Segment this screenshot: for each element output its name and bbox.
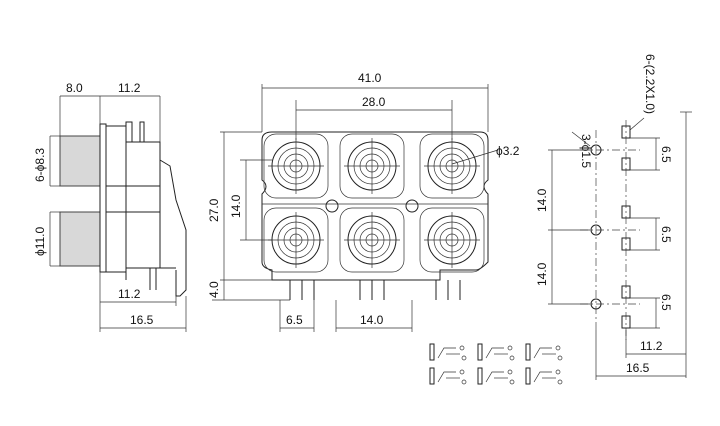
pcb-hole-2 [590, 224, 602, 236]
pcb-slot-6 [621, 315, 631, 329]
pcb-slot-1 [621, 125, 631, 139]
rca-jack-1 [263, 133, 329, 199]
switch-symbol-1 [429, 343, 467, 361]
dim-row-pitch: 14.0 [229, 194, 243, 218]
switch-symbol-6 [525, 367, 563, 385]
switch-symbol-3 [525, 343, 563, 361]
dim-width: 41.0 [358, 71, 382, 85]
dim-upper-diameter: 6-ϕ8.3 [33, 148, 47, 182]
mount-hole-left [325, 199, 339, 213]
dim-pin-pitch: 14.0 [360, 313, 384, 327]
dim-bottom-1: 11.2 [118, 287, 141, 301]
dim-bottom-2: 16.5 [130, 313, 154, 327]
dim-lower-diameter: ϕ11.0 [33, 226, 47, 256]
panel-plate [99, 123, 107, 273]
pcb-slot-4 [621, 237, 631, 251]
switch-symbol-4 [429, 367, 467, 385]
housing-outline [106, 125, 161, 273]
switch-symbol-2 [477, 343, 515, 361]
front-view: 41.0 28.0 ϕ3.2 27.0 14.0 4.0 6.5 14.0 [207, 71, 520, 332]
dim-row-pitch-1: 14.0 [535, 188, 549, 212]
rca-jack-3 [419, 133, 485, 199]
dim-slot-gap-3: 6.5 [659, 294, 673, 311]
dim-top-right: 11.2 [118, 81, 141, 95]
dim-offset-1: 11.2 [640, 339, 663, 353]
dim-slot-gap-1: 6.5 [659, 146, 673, 163]
mount-hole-right [405, 199, 419, 213]
dim-pin-offset: 6.5 [286, 313, 303, 327]
rca-jack-5 [339, 207, 405, 273]
rca-jack-4 [263, 207, 329, 273]
pcb-hole-1 [590, 144, 602, 156]
dim-slots: 6-(2.2X1.0) [643, 54, 657, 114]
pcb-view: 3-ϕ1.5 6-(2.2X1.0) 14.0 14.0 6.5 6.5 6.5… [535, 54, 692, 380]
side-view: 8.0 11.2 6-ϕ8.3 ϕ11.0 11.2 16.5 [33, 81, 187, 332]
switch-symbol-5 [477, 367, 515, 385]
dim-top-left: 8.0 [66, 81, 83, 95]
upper-jack-body [59, 135, 101, 187]
pcb-slot-2 [621, 157, 631, 171]
dim-height: 27.0 [207, 198, 221, 222]
dim-small-holes: 3-ϕ1.5 [579, 134, 593, 168]
dim-hole-diameter: ϕ3.2 [496, 144, 520, 158]
pcb-hole-3 [590, 298, 602, 310]
dim-slot-gap-2: 6.5 [659, 226, 673, 243]
dim-row-pitch-2: 14.0 [535, 262, 549, 286]
schematic-symbols [429, 343, 563, 385]
pcb-slot-5 [621, 285, 631, 299]
rca-jack-2 [339, 133, 405, 199]
pcb-slot-3 [621, 205, 631, 219]
rca-jack-6 [419, 207, 485, 273]
top-pin [125, 121, 133, 143]
lower-jack-body [59, 211, 101, 267]
dim-offset-2: 16.5 [626, 361, 650, 375]
mounting-bracket [159, 159, 187, 297]
front-body-outline [261, 131, 489, 281]
dim-pin-length: 4.0 [207, 281, 221, 298]
front-pins [289, 280, 461, 300]
dim-pitch-total: 28.0 [362, 95, 386, 109]
jack-grid [263, 133, 485, 273]
